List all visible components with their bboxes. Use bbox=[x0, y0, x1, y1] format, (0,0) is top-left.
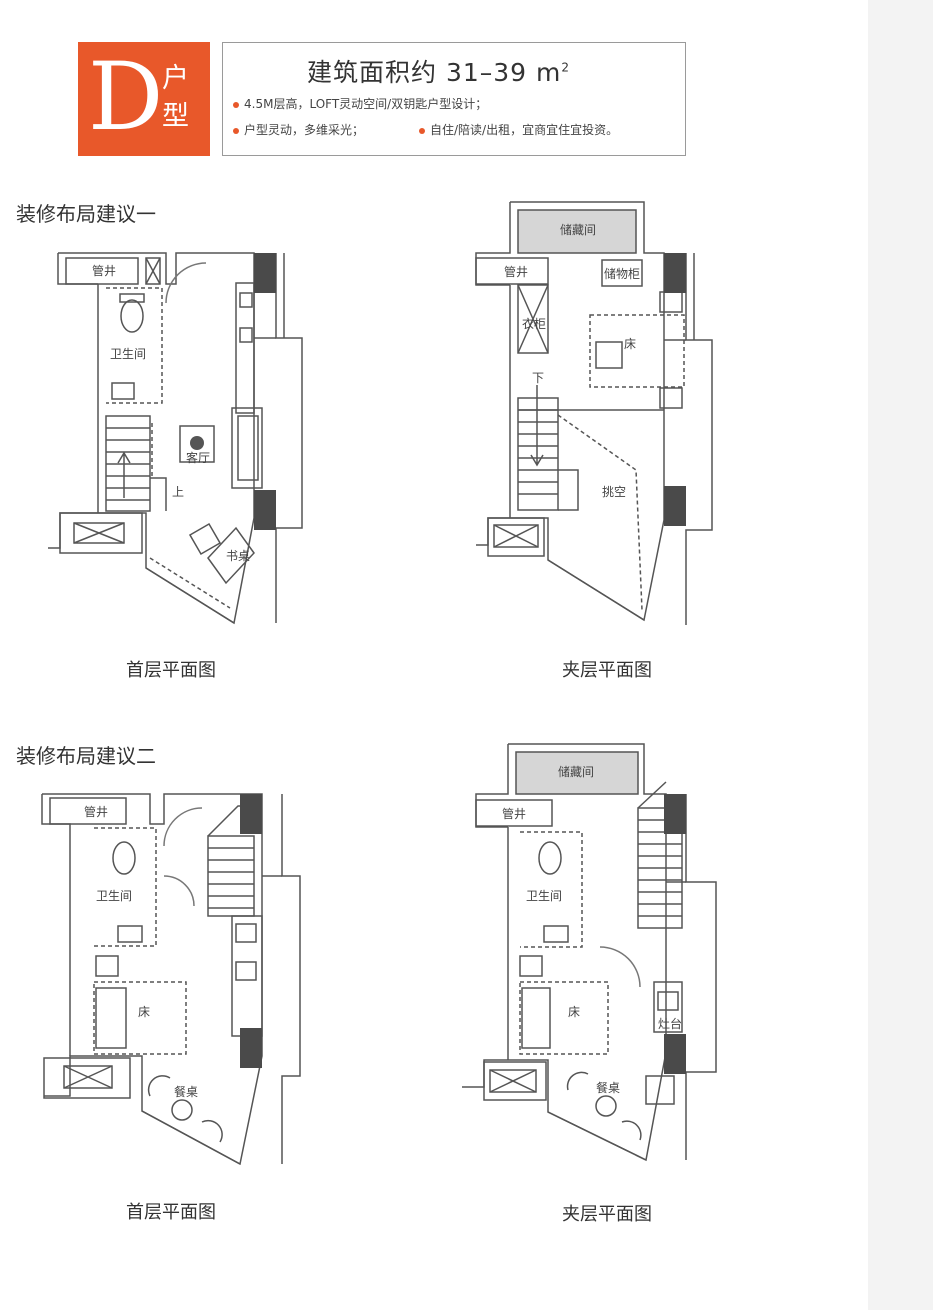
label-desk: 书桌 bbox=[226, 549, 250, 563]
structural-column bbox=[254, 253, 276, 293]
bullet-2: 户型灵动，多维采光； bbox=[233, 121, 364, 138]
label-dining-table: 餐桌 bbox=[174, 1084, 198, 1099]
right-margin-strip bbox=[868, 0, 933, 1310]
label-stair-down: 下 bbox=[532, 371, 544, 385]
plan-caption-3: 首层平面图 bbox=[126, 1202, 216, 1223]
label-storage-room: 储藏间 bbox=[558, 764, 594, 779]
badge-letter: D bbox=[88, 43, 164, 152]
bullet-1-text: 4.5M层高，LOFT灵动空间/双钥匙户型设计； bbox=[244, 97, 488, 111]
floor-plan-1-ground: 管井 卫生间 客厅 上 书桌 bbox=[48, 252, 303, 625]
label-pipe-shaft: 管井 bbox=[504, 264, 528, 279]
label-storage-cabinet: 储物柜 bbox=[604, 266, 640, 281]
label-bed: 床 bbox=[138, 1005, 150, 1019]
outer-wall bbox=[48, 252, 255, 625]
area-title: 建筑面积约 31–39 m2 bbox=[307, 53, 570, 89]
bullet-3: 自住/陪读/出租，宜商宜住宜投资。 bbox=[419, 121, 618, 138]
label-wardrobe: 衣柜 bbox=[522, 316, 546, 331]
bullet-dot-icon bbox=[233, 101, 239, 108]
label-pipe-shaft: 管井 bbox=[84, 804, 108, 819]
label-living-room: 客厅 bbox=[186, 450, 210, 465]
badge-char-2: 型 bbox=[162, 101, 189, 132]
label-pipe-shaft: 管井 bbox=[92, 263, 116, 278]
stair-up-arrow-icon bbox=[117, 451, 131, 498]
structural-column bbox=[240, 1028, 262, 1068]
floor-plan-2-ground: 管井 卫生间 床 餐桌 bbox=[41, 793, 301, 1166]
bullet-1: 4.5M层高，LOFT灵动空间/双钥匙户型设计； bbox=[233, 95, 487, 112]
plan-caption-2: 夹层平面图 bbox=[562, 660, 652, 681]
label-pipe-shaft: 管井 bbox=[502, 806, 526, 821]
unit-info-box: 建筑面积约 31–39 m2 4.5M层高，LOFT灵动空间/双钥匙户型设计； … bbox=[222, 42, 686, 156]
bullet-dot-icon bbox=[233, 127, 239, 134]
structural-column bbox=[254, 490, 276, 530]
unit-type-badge: D 户 型 bbox=[78, 42, 210, 156]
structural-column bbox=[664, 253, 686, 293]
label-bed: 床 bbox=[568, 1005, 580, 1019]
label-void: 挑空 bbox=[602, 485, 626, 499]
label-stove: 灶台 bbox=[658, 1016, 682, 1031]
area-title-text: 建筑面积约 31–39 m bbox=[307, 58, 562, 87]
structural-column bbox=[664, 794, 686, 834]
label-stair-up: 上 bbox=[172, 485, 184, 499]
structural-column bbox=[664, 486, 686, 526]
label-bathroom: 卫生间 bbox=[526, 889, 562, 903]
structural-column bbox=[240, 794, 262, 834]
plant-icon bbox=[190, 436, 204, 450]
section-title-2: 装修布局建议二 bbox=[16, 744, 156, 768]
section-title-1: 装修布局建议一 bbox=[16, 202, 156, 226]
bullet-dot-icon bbox=[419, 127, 425, 134]
structural-column bbox=[664, 1034, 686, 1074]
label-bathroom: 卫生间 bbox=[96, 889, 132, 903]
label-bed: 床 bbox=[624, 337, 636, 351]
bullet-2-text: 户型灵动，多维采光； bbox=[244, 123, 365, 137]
badge-char-1: 户 bbox=[162, 63, 189, 94]
label-storage-room: 储藏间 bbox=[560, 222, 596, 237]
floor-plan-1-mezzanine: 储藏间 管井 储物柜 衣柜 床 下 挑空 bbox=[475, 201, 713, 625]
bullet-3-text: 自住/陪读/出租，宜商宜住宜投资。 bbox=[430, 123, 619, 137]
floor-plan-2-mezzanine: 储藏间 管井 卫生间 床 灶台 餐桌 bbox=[462, 743, 717, 1162]
label-dining-table: 餐桌 bbox=[596, 1080, 620, 1095]
plan-caption-4: 夹层平面图 bbox=[562, 1204, 652, 1225]
plan-caption-1: 首层平面图 bbox=[126, 660, 216, 681]
area-title-superscript: 2 bbox=[561, 60, 571, 75]
stair-down-arrow-icon bbox=[530, 385, 544, 467]
label-bathroom: 卫生间 bbox=[110, 347, 146, 361]
